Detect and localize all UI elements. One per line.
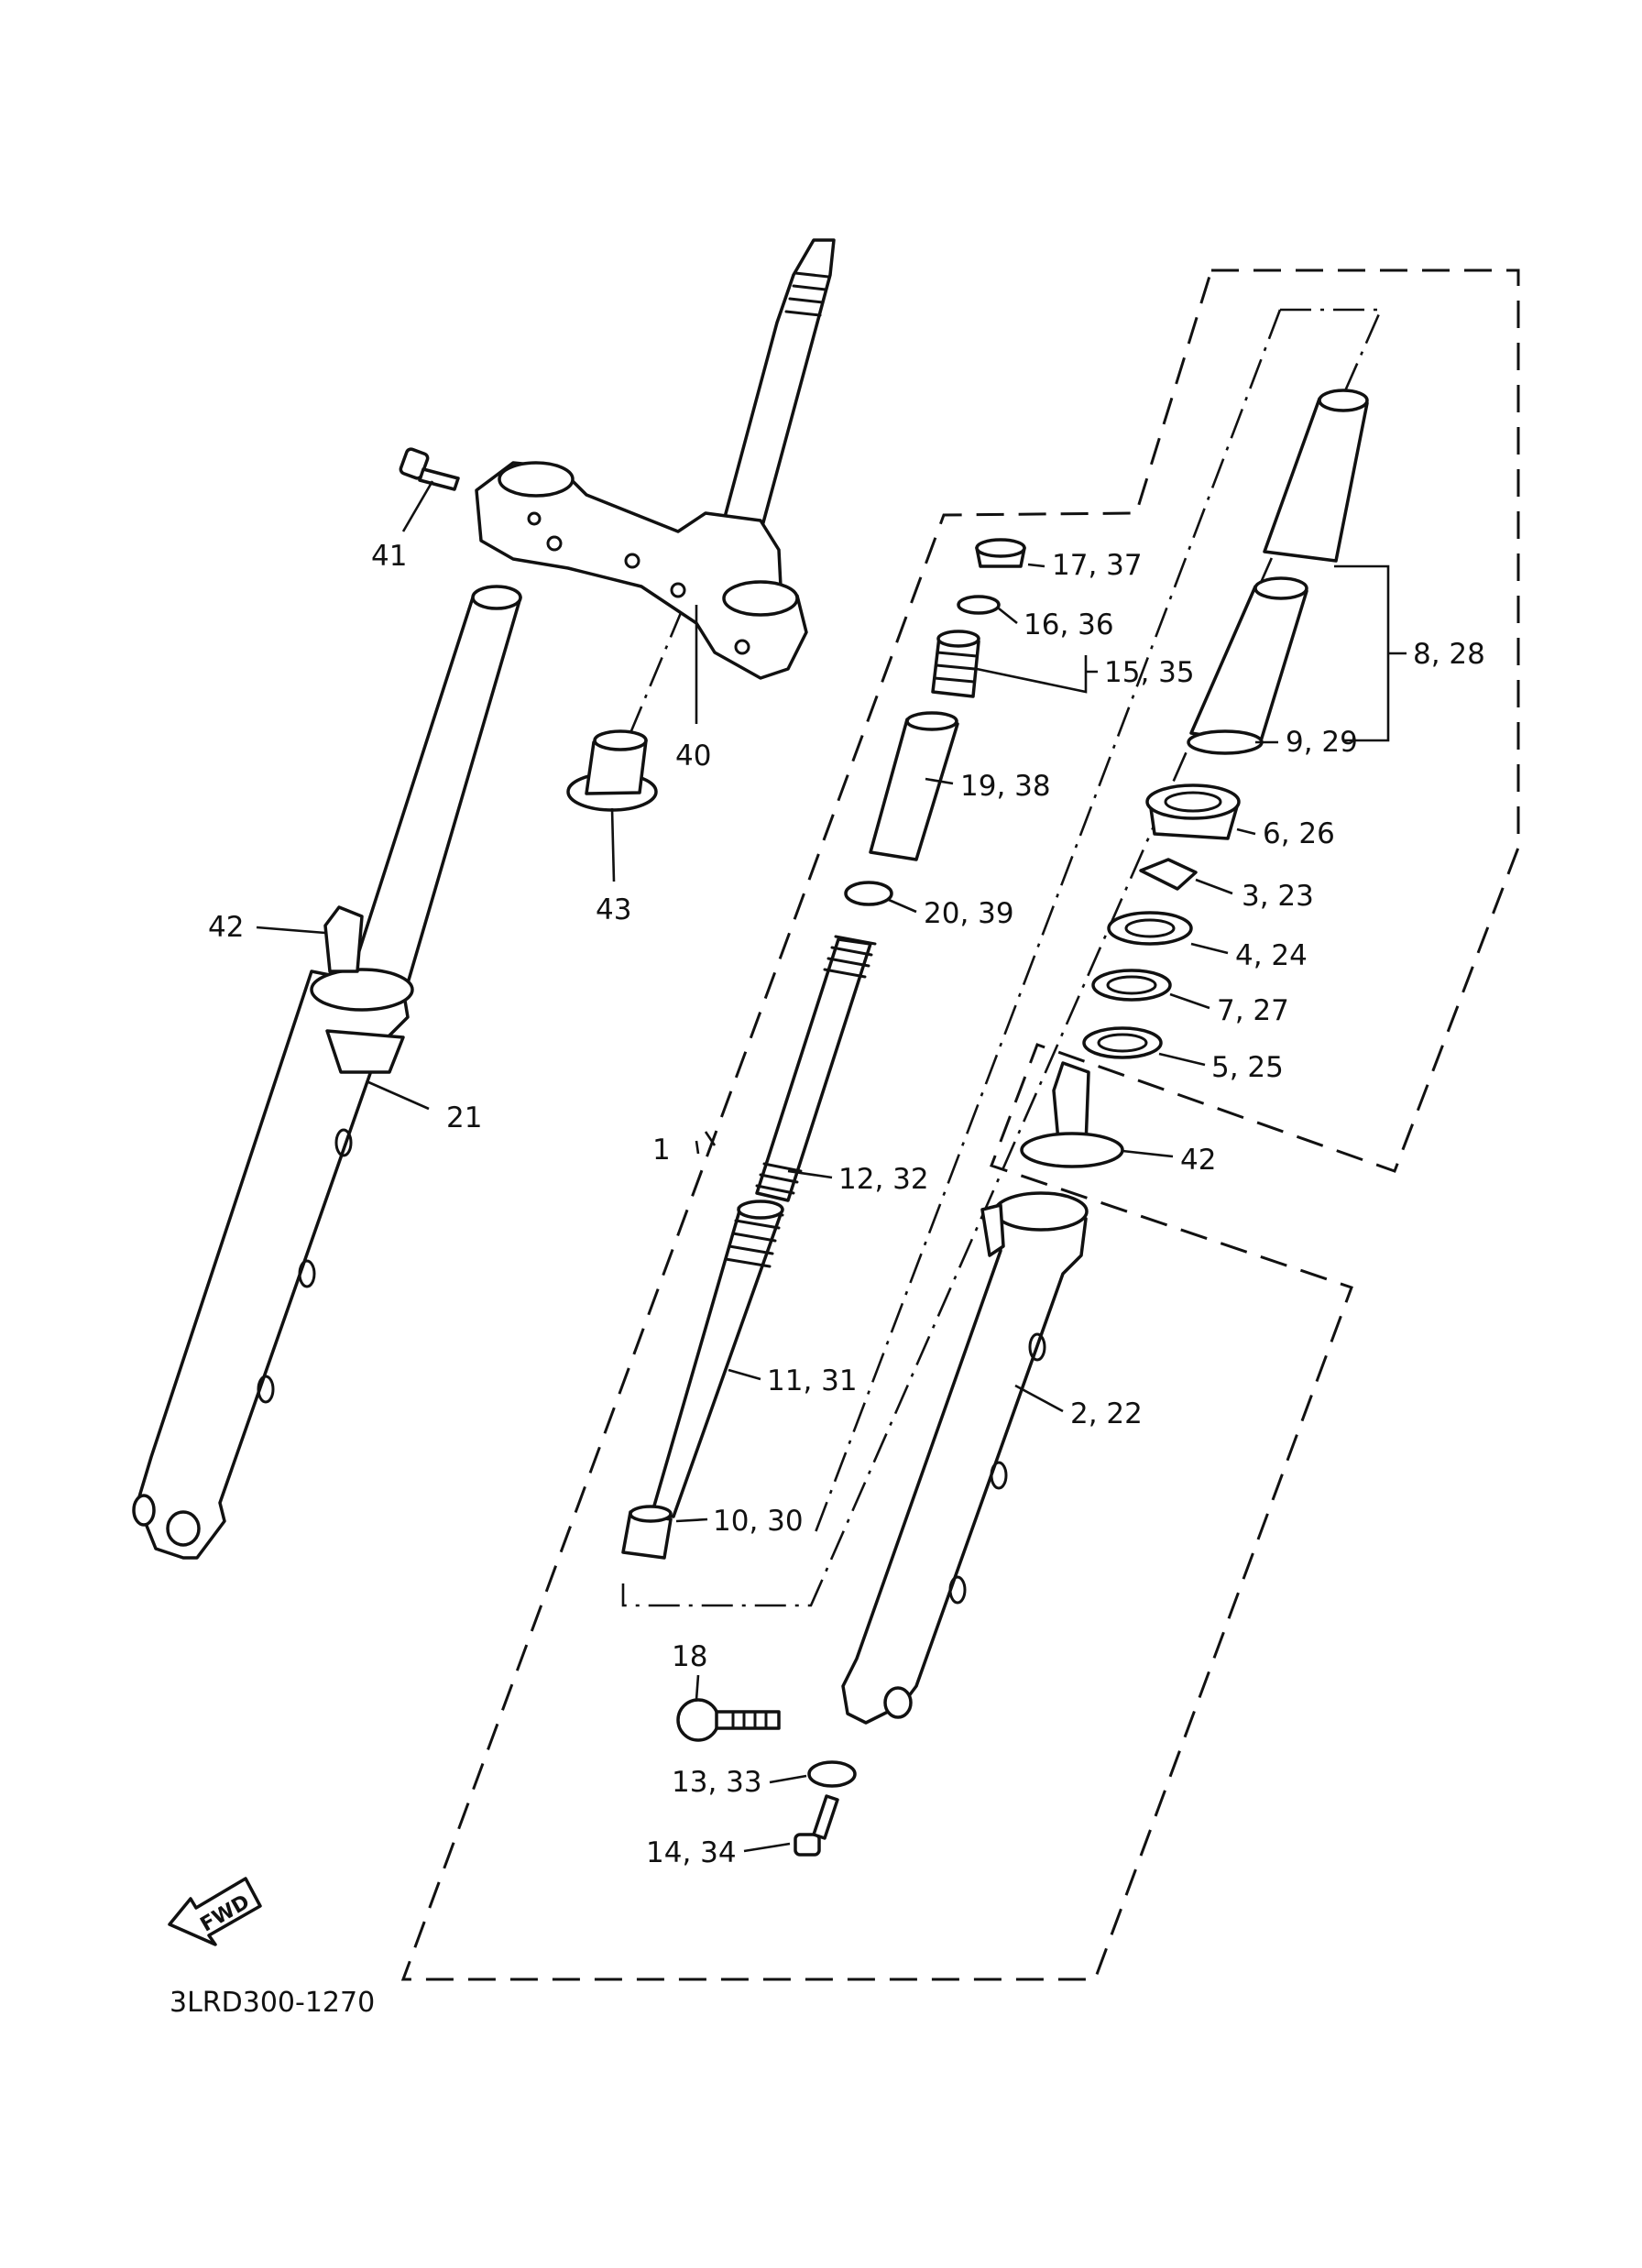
callout-21: 21 (446, 1101, 482, 1134)
bolt-18 (676, 1698, 781, 1742)
o-ring-16 (957, 595, 1001, 615)
callout-labels: 41 40 43 42 21 1 17, 37 16, 36 15, 35 19… (208, 540, 1485, 1869)
adjuster-15 (931, 630, 980, 698)
callout-41: 41 (371, 540, 407, 573)
callout-2: 2, 22 (1070, 1397, 1143, 1430)
assembled-fork-21 (132, 585, 522, 1560)
leader-lines (256, 480, 1407, 1853)
callout-5: 5, 25 (1211, 1051, 1284, 1084)
callout-1: 1 (652, 1134, 671, 1167)
steering-stem (722, 238, 836, 528)
callout-19: 19, 38 (960, 770, 1051, 803)
copper-washer-13 (807, 1760, 857, 1788)
callout-11: 11, 31 (767, 1364, 858, 1397)
callout-10: 10, 30 (713, 1505, 804, 1538)
callout-3: 3, 23 (1242, 880, 1314, 913)
callout-15: 15, 35 (1104, 656, 1195, 689)
damper-rod-11 (651, 1200, 784, 1518)
oil-seal-4 (1107, 911, 1193, 946)
callout-9: 9, 29 (1286, 726, 1358, 759)
callout-42-right: 42 (1180, 1144, 1216, 1177)
callout-8: 8, 28 (1413, 638, 1485, 671)
diagram-code: 3LRD300-1270 (170, 1987, 375, 2019)
lower-bracket-assembly (475, 238, 836, 680)
fork-spring-12 (755, 935, 877, 1202)
dust-seal-6 (1145, 783, 1241, 840)
inner-tube-8 (1263, 389, 1369, 563)
lower-bracket (475, 461, 808, 680)
cable-guide-left (323, 905, 364, 973)
slide-metal-5 (1082, 1026, 1163, 1059)
stopper-43 (566, 729, 658, 812)
callout-16: 16, 36 (1024, 608, 1114, 641)
callout-4: 4, 24 (1235, 939, 1308, 972)
clip-3 (1139, 858, 1198, 891)
callout-43: 43 (596, 893, 631, 926)
bolt-41 (399, 447, 460, 491)
callout-20: 20, 39 (924, 897, 1014, 930)
washer-7 (1091, 969, 1172, 1002)
damper-assembly-outline (621, 308, 1383, 1607)
callout-18: 18 (672, 1640, 707, 1673)
fwd-arrow-icon: FWD (168, 1877, 262, 1946)
outer-tube-2 (841, 1191, 1089, 1725)
callout-7: 7, 27 (1217, 994, 1289, 1027)
drain-bolt-14 (794, 1794, 839, 1857)
callout-13: 13, 33 (672, 1766, 762, 1799)
callout-17: 17, 37 (1052, 549, 1143, 582)
callout-42-left: 42 (208, 911, 244, 944)
inner-tube-9 (1187, 576, 1308, 755)
cable-guide-42 (1020, 1061, 1124, 1168)
callout-12: 12, 32 (838, 1163, 929, 1196)
washer-20 (844, 881, 893, 906)
spacer-19 (869, 711, 959, 861)
oil-lock-piece-10 (621, 1505, 673, 1560)
callout-6: 6, 26 (1263, 817, 1335, 850)
callout-40: 40 (675, 740, 711, 772)
cap-bolt-17 (975, 538, 1026, 568)
callout-14: 14, 34 (646, 1836, 737, 1869)
centerline (629, 608, 684, 734)
inner-tube-left (346, 596, 522, 1001)
